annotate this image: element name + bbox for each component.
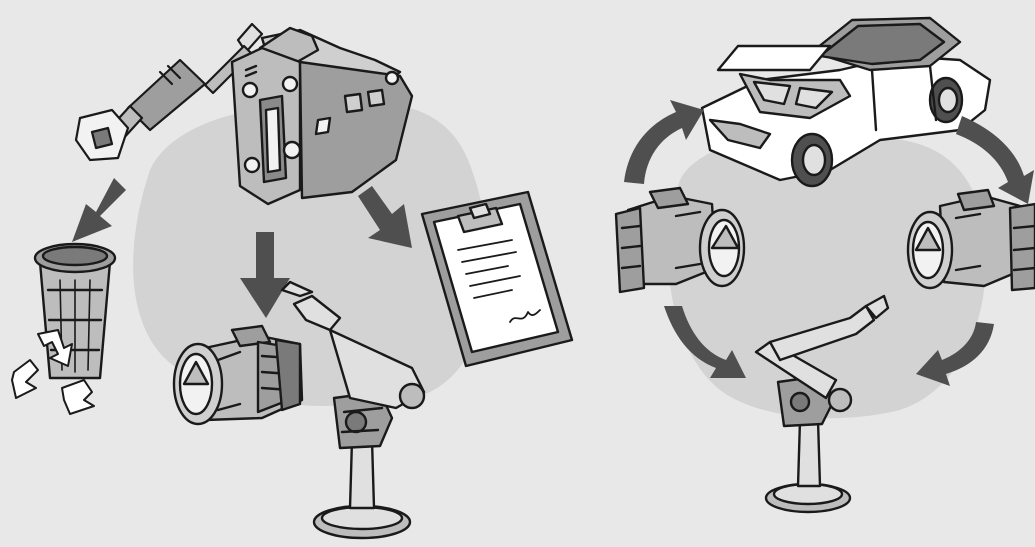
arrow-engine-to-clipboard bbox=[358, 186, 412, 248]
alternator bbox=[172, 324, 304, 426]
arrow-cycle-bottom-right bbox=[916, 322, 994, 386]
arrow-cycle-top-right bbox=[956, 116, 1034, 204]
robot-arm-right bbox=[754, 294, 890, 514]
recycle-symbol bbox=[11, 329, 95, 415]
arrow-pipe-to-trash bbox=[72, 178, 126, 242]
alternator-right bbox=[906, 188, 1035, 292]
robot-arm bbox=[280, 280, 426, 540]
engine-block bbox=[230, 26, 414, 206]
left-background-blob bbox=[133, 103, 487, 406]
right-panel bbox=[614, 16, 1035, 514]
left-arrows bbox=[72, 178, 412, 318]
arrow-cycle-bottom-left bbox=[664, 306, 746, 378]
left-panel bbox=[11, 22, 574, 540]
arrow-engine-to-alternator bbox=[240, 232, 290, 318]
alternator-left bbox=[614, 186, 746, 294]
cycle-arrows bbox=[624, 100, 1034, 386]
arrow-cycle-top-left bbox=[624, 100, 704, 184]
car bbox=[700, 16, 992, 188]
right-background-blob bbox=[668, 134, 986, 419]
exhaust-pipe bbox=[74, 22, 264, 162]
clipboard bbox=[420, 190, 574, 368]
